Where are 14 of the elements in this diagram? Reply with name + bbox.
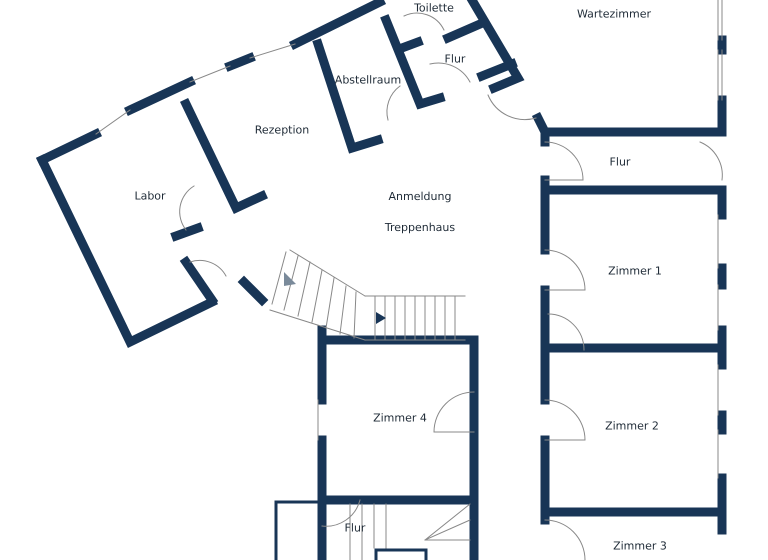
room-label: Zimmer 4 [373, 412, 427, 424]
room-label: Labor [134, 190, 166, 202]
room-label: Flur [610, 156, 630, 168]
room-label: Wartezimmer [576, 8, 652, 20]
room-label: Zimmer 1 [608, 264, 662, 278]
room-label: Treppenhaus [384, 221, 456, 234]
room-label: Toilette [414, 2, 454, 14]
room-label: Abstellraum [334, 74, 402, 86]
room-label: Flur [444, 52, 466, 66]
room-label: Flur [344, 522, 366, 534]
room-label: Rezeption [254, 124, 310, 136]
room-label: Anmeldung [388, 190, 452, 203]
room-label: Zimmer 3 [613, 540, 667, 552]
room-label: Zimmer 2 [605, 420, 659, 432]
